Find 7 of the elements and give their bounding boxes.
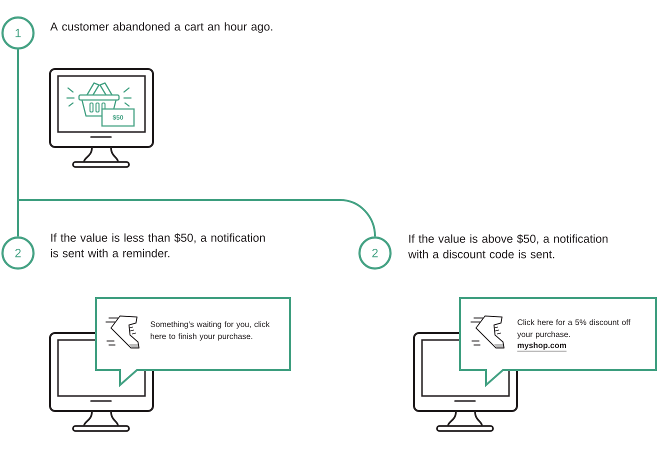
link: myshop.com [517, 342, 567, 352]
notification-bubble: Click here for a 5% discount off your purchase. myshop.com [459, 297, 657, 388]
step-description: If the value is above $50, a notification with a discount code is sent. [408, 234, 608, 258]
notification-bubble: Something’s waiting for you, click here to finish your purchase. [95, 297, 291, 388]
connector-line [17, 50, 376, 236]
step-description: If the value is less than $50, a notification is sent with a reminder. [50, 233, 265, 258]
step-description: A customer abandoned a cart an hour ago. [50, 22, 272, 33]
